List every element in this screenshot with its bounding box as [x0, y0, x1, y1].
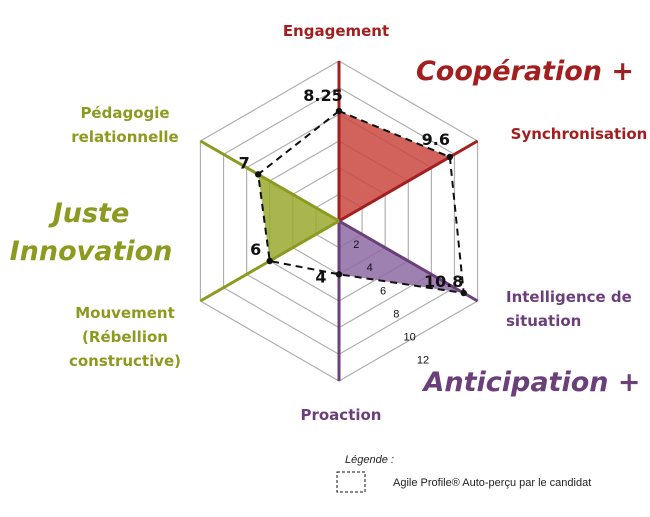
value-label-2: 10.8 [424, 272, 463, 291]
profile-point-2 [460, 289, 467, 297]
legend-swatch [336, 471, 366, 493]
axis-label-5: Pédagogie [80, 104, 169, 122]
axis-label-4: constructive) [69, 352, 181, 370]
section-fill-2 [258, 174, 339, 261]
axis-label-1: Synchronisation [511, 125, 648, 143]
value-label-5: 7 [239, 153, 250, 172]
value-label-3: 4 [315, 267, 326, 286]
profile-point-5 [254, 171, 262, 178]
group-labels: Coopération + Anticipation + JusteInnovati… [10, 56, 641, 398]
axis-line-2 [338, 219, 479, 303]
value-label-0: 8.25 [303, 86, 342, 105]
group-label-2: Juste [48, 198, 130, 229]
section-fill-0 [339, 111, 450, 221]
group-label-2: Innovation [10, 236, 173, 267]
axis-label-3: Proaction [300, 406, 381, 424]
profile-point-0 [335, 107, 343, 115]
profile-point-1 [446, 153, 454, 161]
profile-point-3 [335, 271, 343, 278]
tick-label: 2 [353, 239, 359, 251]
axis-label-4: (Rébellion [82, 328, 168, 346]
tick-label: 12 [417, 355, 429, 367]
tick-label: 6 [380, 285, 386, 297]
tick-label: 4 [367, 262, 373, 274]
group-label-0: Coopération + [416, 56, 634, 87]
value-label-4: 6 [250, 240, 261, 259]
value-label-1: 9.6 [422, 130, 450, 149]
legend-text: Agile Profile® Auto-perçu par le candida… [393, 477, 591, 489]
group-label-1: Anticipation + [421, 367, 640, 398]
tick-label: 8 [393, 308, 399, 320]
axis-label-0: Engagement [283, 22, 389, 40]
axis-label-4: Mouvement [75, 304, 175, 322]
value-labels: 8.25 9.6 10.8 4 6 7 [239, 86, 464, 291]
axis-label-2: situation [506, 312, 581, 330]
profile-point-4 [266, 257, 273, 265]
profile-outline [254, 107, 467, 297]
axis-label-5: relationnelle [71, 128, 178, 146]
axis-line-5 [199, 139, 340, 223]
legend-title: Légende : [345, 454, 394, 466]
tick-label: 10 [404, 331, 416, 343]
axis-label-2: Intelligence de [506, 288, 632, 306]
axis-line-1 [338, 139, 479, 223]
legend: Légende : Agile Profile® Auto-perçu par … [336, 454, 591, 493]
